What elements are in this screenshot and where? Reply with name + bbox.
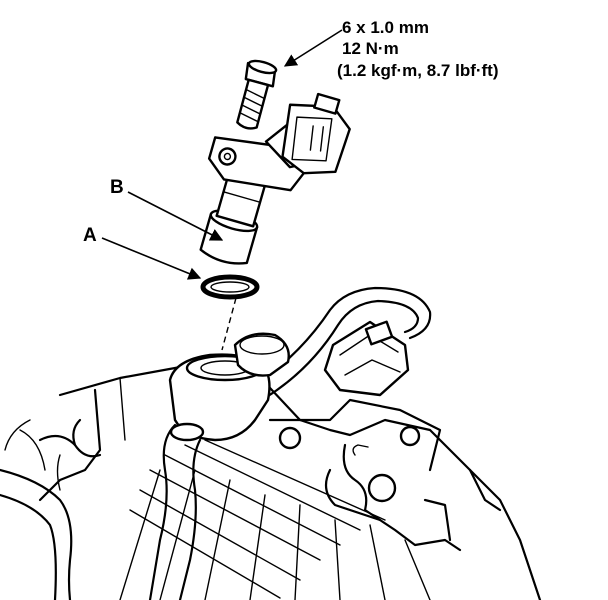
spec-leader-arrow [283,29,343,67]
harness-connector [323,320,410,397]
callout-a-arrow [101,237,202,280]
flange-bolt-hole [218,147,237,166]
callout-b-arrow [127,191,224,241]
clamp-bolt [367,473,397,503]
callout-arrows [101,29,343,280]
bolt-hole [278,426,302,450]
callout-b-label: B [110,177,124,198]
o-ring [200,274,260,300]
spec-torque-alt-text: (1.2 kgf·m, 8.7 lbf·ft) [337,61,499,80]
callout-a-label: A [83,225,97,246]
spec-size-text: 6 x 1.0 mm [342,18,429,37]
manifold-grid [119,439,431,600]
bolt-hole [399,425,421,447]
wire-harness [253,286,432,400]
installation-centerline [221,297,237,351]
mounting-bolt [236,59,278,130]
sensor [199,92,351,265]
spec-torque-nm-text: 12 N·m [342,39,399,58]
sensor-mount-boss [148,332,290,600]
